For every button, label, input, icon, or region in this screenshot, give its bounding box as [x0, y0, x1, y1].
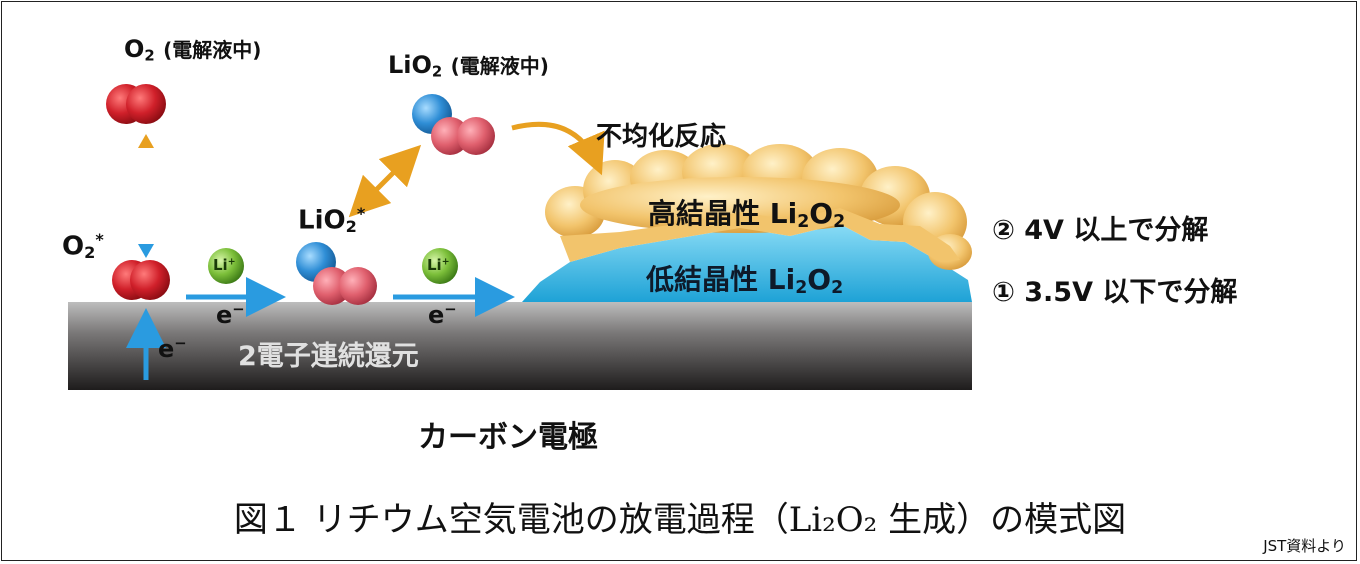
disproportionation-label: 不均化反応: [596, 122, 727, 152]
disproportionation-arrow: [511, 121, 605, 176]
low-crystallinity-layer: [522, 224, 972, 302]
carbon-electrode-label: カーボン電極: [418, 420, 598, 455]
source-credit: JST資料より: [1263, 537, 1346, 555]
lio2-solution-molecule: [412, 94, 495, 155]
electron-label-2: e−: [428, 300, 457, 329]
high-crystallinity-cloud: [545, 144, 972, 270]
decompose-low-label: ① 3.5V 以下で分解: [992, 277, 1238, 308]
o2-adsorbed-molecule: [112, 260, 170, 300]
high-crystallinity-label: 高結晶性 Li2O2: [648, 197, 846, 232]
lio2-solution-label: LiO2 (電解液中): [388, 51, 549, 81]
li-ion-label-2: Li+: [427, 256, 450, 274]
o2-adsorbed-label: O2*: [62, 230, 104, 263]
electron-label-1: e−: [216, 300, 245, 329]
electron-label-3: e−: [158, 334, 187, 363]
low-crystallinity-label: 低結晶性 Li2O2: [646, 263, 844, 298]
lio2-adsorbed-label: LiO2*: [298, 204, 366, 237]
carbon-electrode-bar: [68, 302, 972, 390]
two-electron-reduction-label: 2電子連続還元: [238, 341, 419, 372]
o2-solution-label: O2 (電解液中): [124, 35, 262, 65]
lio2-adsorbed-molecule: [296, 242, 377, 305]
li-ion-label-1: Li+: [213, 256, 236, 274]
figure-caption: 図１ リチウム空気電池の放電過程（Li₂O₂ 生成）の模式図: [233, 500, 1127, 540]
lio2-exchange-arrow: [348, 144, 422, 218]
li-ion-2: [422, 248, 458, 284]
li-ion-1: [208, 248, 244, 284]
decompose-high-label: ② 4V 以上で分解: [992, 215, 1209, 246]
o2-solution-molecule: [106, 84, 166, 124]
